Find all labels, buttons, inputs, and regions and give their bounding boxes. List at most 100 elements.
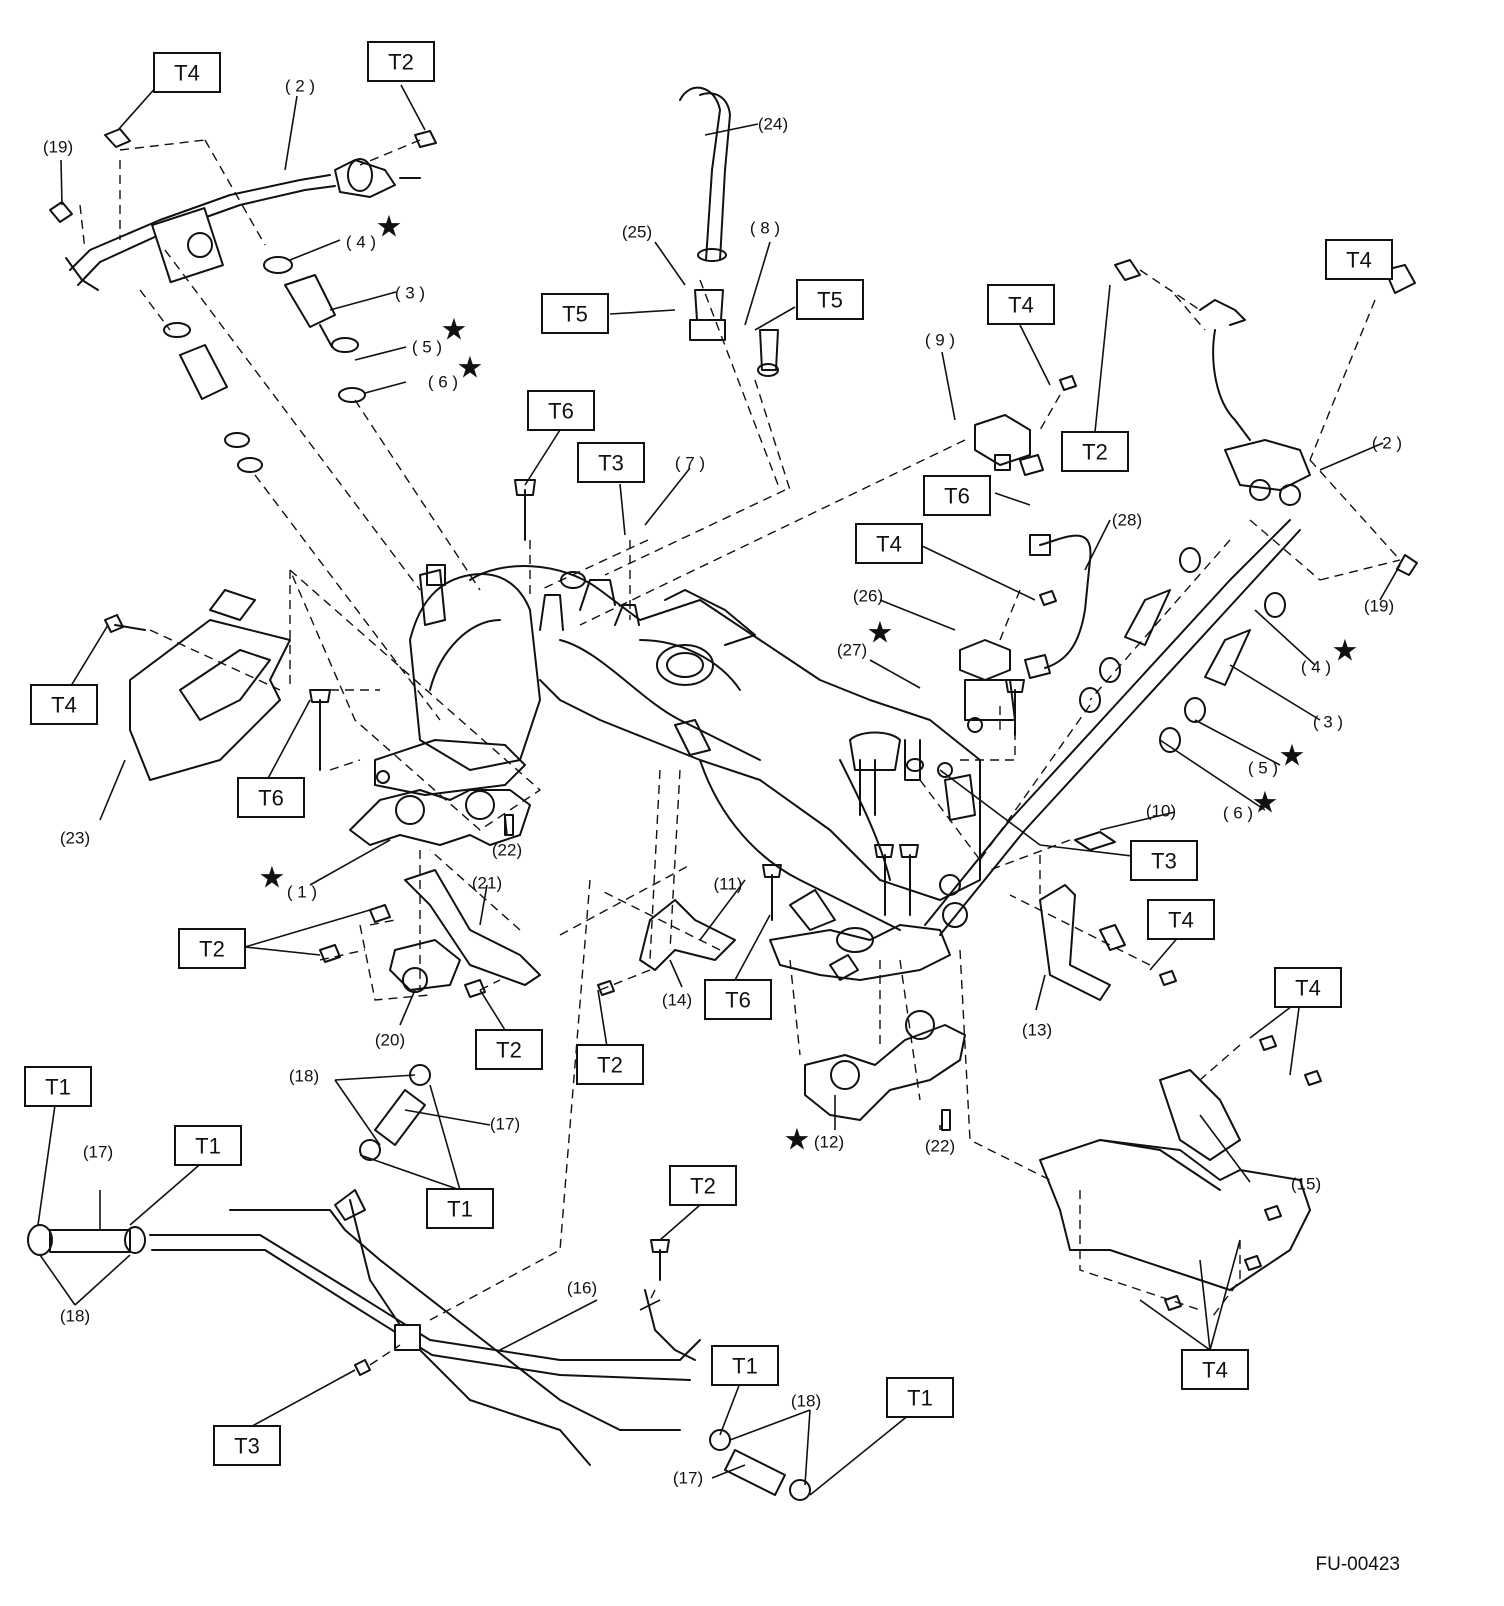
right-cover <box>1039 1069 1311 1291</box>
dashed-plane-left <box>289 569 542 831</box>
bolts <box>104 375 1322 1376</box>
callout-label: ( 5 ) <box>412 338 442 357</box>
callout-label: (27) <box>837 641 867 660</box>
left-fuel-injectors <box>163 256 366 473</box>
torque-box: T2 <box>178 928 246 969</box>
torque-box: T3 <box>213 1425 281 1466</box>
pressure-sensor <box>974 414 1044 476</box>
right-manifold-flange <box>769 874 968 981</box>
callout-label: ( 1 ) <box>287 883 317 902</box>
torque-box: T4 <box>987 284 1055 325</box>
callout-label: (17) <box>83 1143 113 1162</box>
torque-box: T2 <box>475 1029 543 1070</box>
torque-label: T2 <box>496 1038 522 1063</box>
callout-label: (20) <box>375 1031 405 1050</box>
star-symbol: ★ <box>376 210 403 245</box>
torque-label: T2 <box>199 937 225 962</box>
torque-box: T6 <box>527 390 595 431</box>
callout-label: (18) <box>60 1307 90 1326</box>
torque-box: T5 <box>796 279 864 320</box>
torque-label: T1 <box>732 1354 758 1379</box>
star-symbol: ★ <box>457 351 484 386</box>
right-gasket <box>804 1010 966 1121</box>
torque-label: T3 <box>1151 849 1177 874</box>
callout-label: (11) <box>714 875 743 894</box>
star-symbol: ★ <box>441 313 468 348</box>
callout-numbers: ( 2 ) (19) ( 4 ) ( 3 ) ( 5 ) ( 6 ) (24) … <box>43 77 1402 1488</box>
torque-box: T2 <box>1061 431 1129 472</box>
torque-box: T2 <box>576 1044 644 1085</box>
fuel-pipes <box>149 1189 701 1466</box>
torque-label: T4 <box>51 693 77 718</box>
torque-label: T4 <box>1168 908 1194 933</box>
star-symbol: ★ <box>784 1123 811 1158</box>
star-symbol: ★ <box>1279 739 1306 774</box>
right-fuel-rail-assembly <box>924 259 1418 936</box>
brackets <box>389 869 1126 1001</box>
callout-label: ( 5 ) <box>1248 759 1278 778</box>
star-symbol: ★ <box>259 861 286 896</box>
torque-box: T4 <box>1274 967 1342 1008</box>
torque-box: T4 <box>1325 239 1393 280</box>
figure-code: FU-00423 <box>1316 1554 1401 1575</box>
callout-label: (22) <box>925 1137 955 1156</box>
torque-box: T5 <box>541 293 609 334</box>
torque-label: T1 <box>195 1134 221 1159</box>
torque-label: T1 <box>447 1197 473 1222</box>
callout-label: (15) <box>1291 1175 1321 1194</box>
left-fuel-rail-assembly <box>49 128 437 291</box>
callout-label: (12) <box>814 1133 844 1152</box>
torque-label: T6 <box>548 399 574 424</box>
torque-box: T4 <box>1181 1349 1249 1390</box>
torque-box: T4 <box>1147 899 1215 940</box>
torque-label: T4 <box>174 61 200 86</box>
callout-label: ( 4 ) <box>1301 658 1331 677</box>
leader-lines <box>37 84 1401 1496</box>
callout-label: (17) <box>673 1469 703 1488</box>
callout-label: (21) <box>472 874 502 893</box>
replacement-stars: ★ ★ ★ ★ ★ ★ ★ ★ ★ <box>259 210 1359 1158</box>
torque-label: T4 <box>1008 293 1034 318</box>
callout-label: (13) <box>1022 1021 1052 1040</box>
torque-label: T2 <box>388 50 414 75</box>
callout-label: (19) <box>43 138 73 157</box>
right-fuel-injectors <box>1079 547 1286 753</box>
callout-label: (23) <box>60 829 90 848</box>
callout-label: ( 8 ) <box>750 219 780 238</box>
callout-label: (16) <box>567 1279 597 1298</box>
torque-label: T3 <box>234 1434 260 1459</box>
torque-box: T2 <box>669 1165 737 1206</box>
callout-label: (17) <box>490 1115 520 1134</box>
star-symbol: ★ <box>1332 634 1359 669</box>
rubber-hoses <box>27 1064 811 1501</box>
callout-label: ( 3 ) <box>395 284 425 303</box>
torque-label: T1 <box>907 1386 933 1411</box>
torque-label: T6 <box>258 786 284 811</box>
torque-box: T1 <box>174 1125 242 1166</box>
torque-box: T1 <box>711 1345 779 1386</box>
torque-label: T2 <box>690 1174 716 1199</box>
torque-box: T6 <box>923 475 991 516</box>
left-cover <box>129 589 291 781</box>
torque-box: T6 <box>237 777 305 818</box>
callout-label: ( 2 ) <box>1372 434 1402 453</box>
callout-label: (28) <box>1112 511 1142 530</box>
torque-label: T4 <box>1295 976 1321 1001</box>
callout-label: ( 9 ) <box>925 331 955 350</box>
torque-label: T4 <box>1346 248 1372 273</box>
upper-hose-and-fittings <box>679 86 779 377</box>
torque-box: T3 <box>1130 840 1198 881</box>
callout-label: (14) <box>662 991 692 1010</box>
torque-label: T2 <box>1082 440 1108 465</box>
callout-label: ( 7 ) <box>675 454 705 473</box>
left-manifold-flange <box>374 564 526 796</box>
torque-label: T3 <box>598 451 624 476</box>
torque-box: T4 <box>30 684 98 725</box>
torque-labels: T4 T2 T5 T5 T4 T4 T2 T6 T3 T6 T4 T4 T6 T… <box>24 41 1393 1466</box>
callout-label: ( 2 ) <box>285 77 315 96</box>
callout-label: ( 3 ) <box>1313 713 1343 732</box>
torque-box: T1 <box>886 1377 954 1418</box>
callout-label: (25) <box>622 223 652 242</box>
torque-label: T1 <box>45 1075 71 1100</box>
